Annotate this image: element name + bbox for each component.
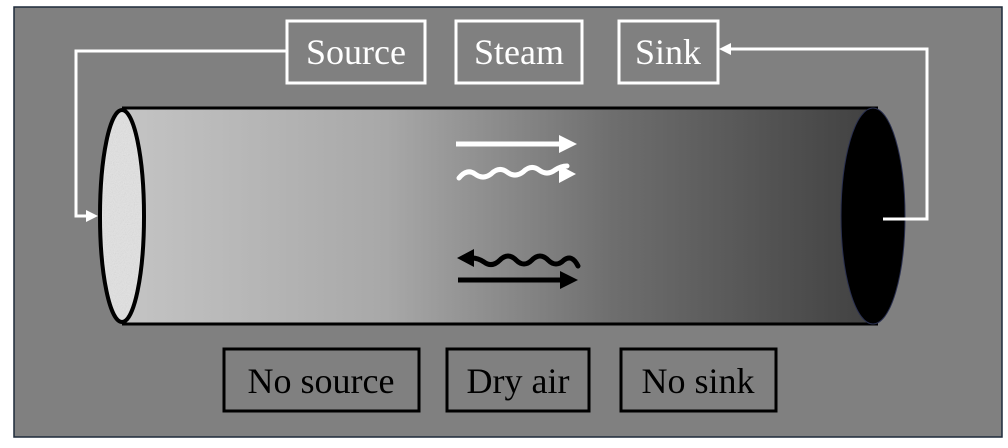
source-connector-line	[74, 49, 287, 218]
source-label: Source	[306, 32, 406, 72]
no-source-label-box: No source	[222, 347, 421, 413]
steam-label-box: Steam	[454, 19, 584, 85]
source-arrowhead-icon	[86, 210, 98, 222]
tube-body	[122, 108, 878, 324]
dry-air-label: Dry air	[467, 361, 570, 401]
sink-label: Sink	[635, 32, 701, 72]
left-end-cap-texture	[103, 113, 141, 319]
steam-label: Steam	[474, 32, 564, 72]
sink-arrowhead-icon	[719, 43, 731, 55]
wavy-left-arrow-black-icon	[457, 249, 581, 269]
sink-connector-line	[728, 47, 929, 221]
source-label-box: Source	[285, 19, 427, 85]
dry-air-label-box: Dry air	[445, 347, 591, 413]
sink-label-box: Sink	[617, 19, 720, 85]
right-end-cap	[840, 107, 906, 325]
wavy-right-arrow-white-icon	[456, 163, 576, 183]
no-sink-label-box: No sink	[619, 347, 778, 413]
no-sink-label: No sink	[641, 361, 754, 401]
straight-right-arrow-white-icon	[456, 135, 577, 153]
no-source-label: No source	[248, 361, 395, 401]
straight-right-arrow-black-icon	[458, 271, 578, 289]
